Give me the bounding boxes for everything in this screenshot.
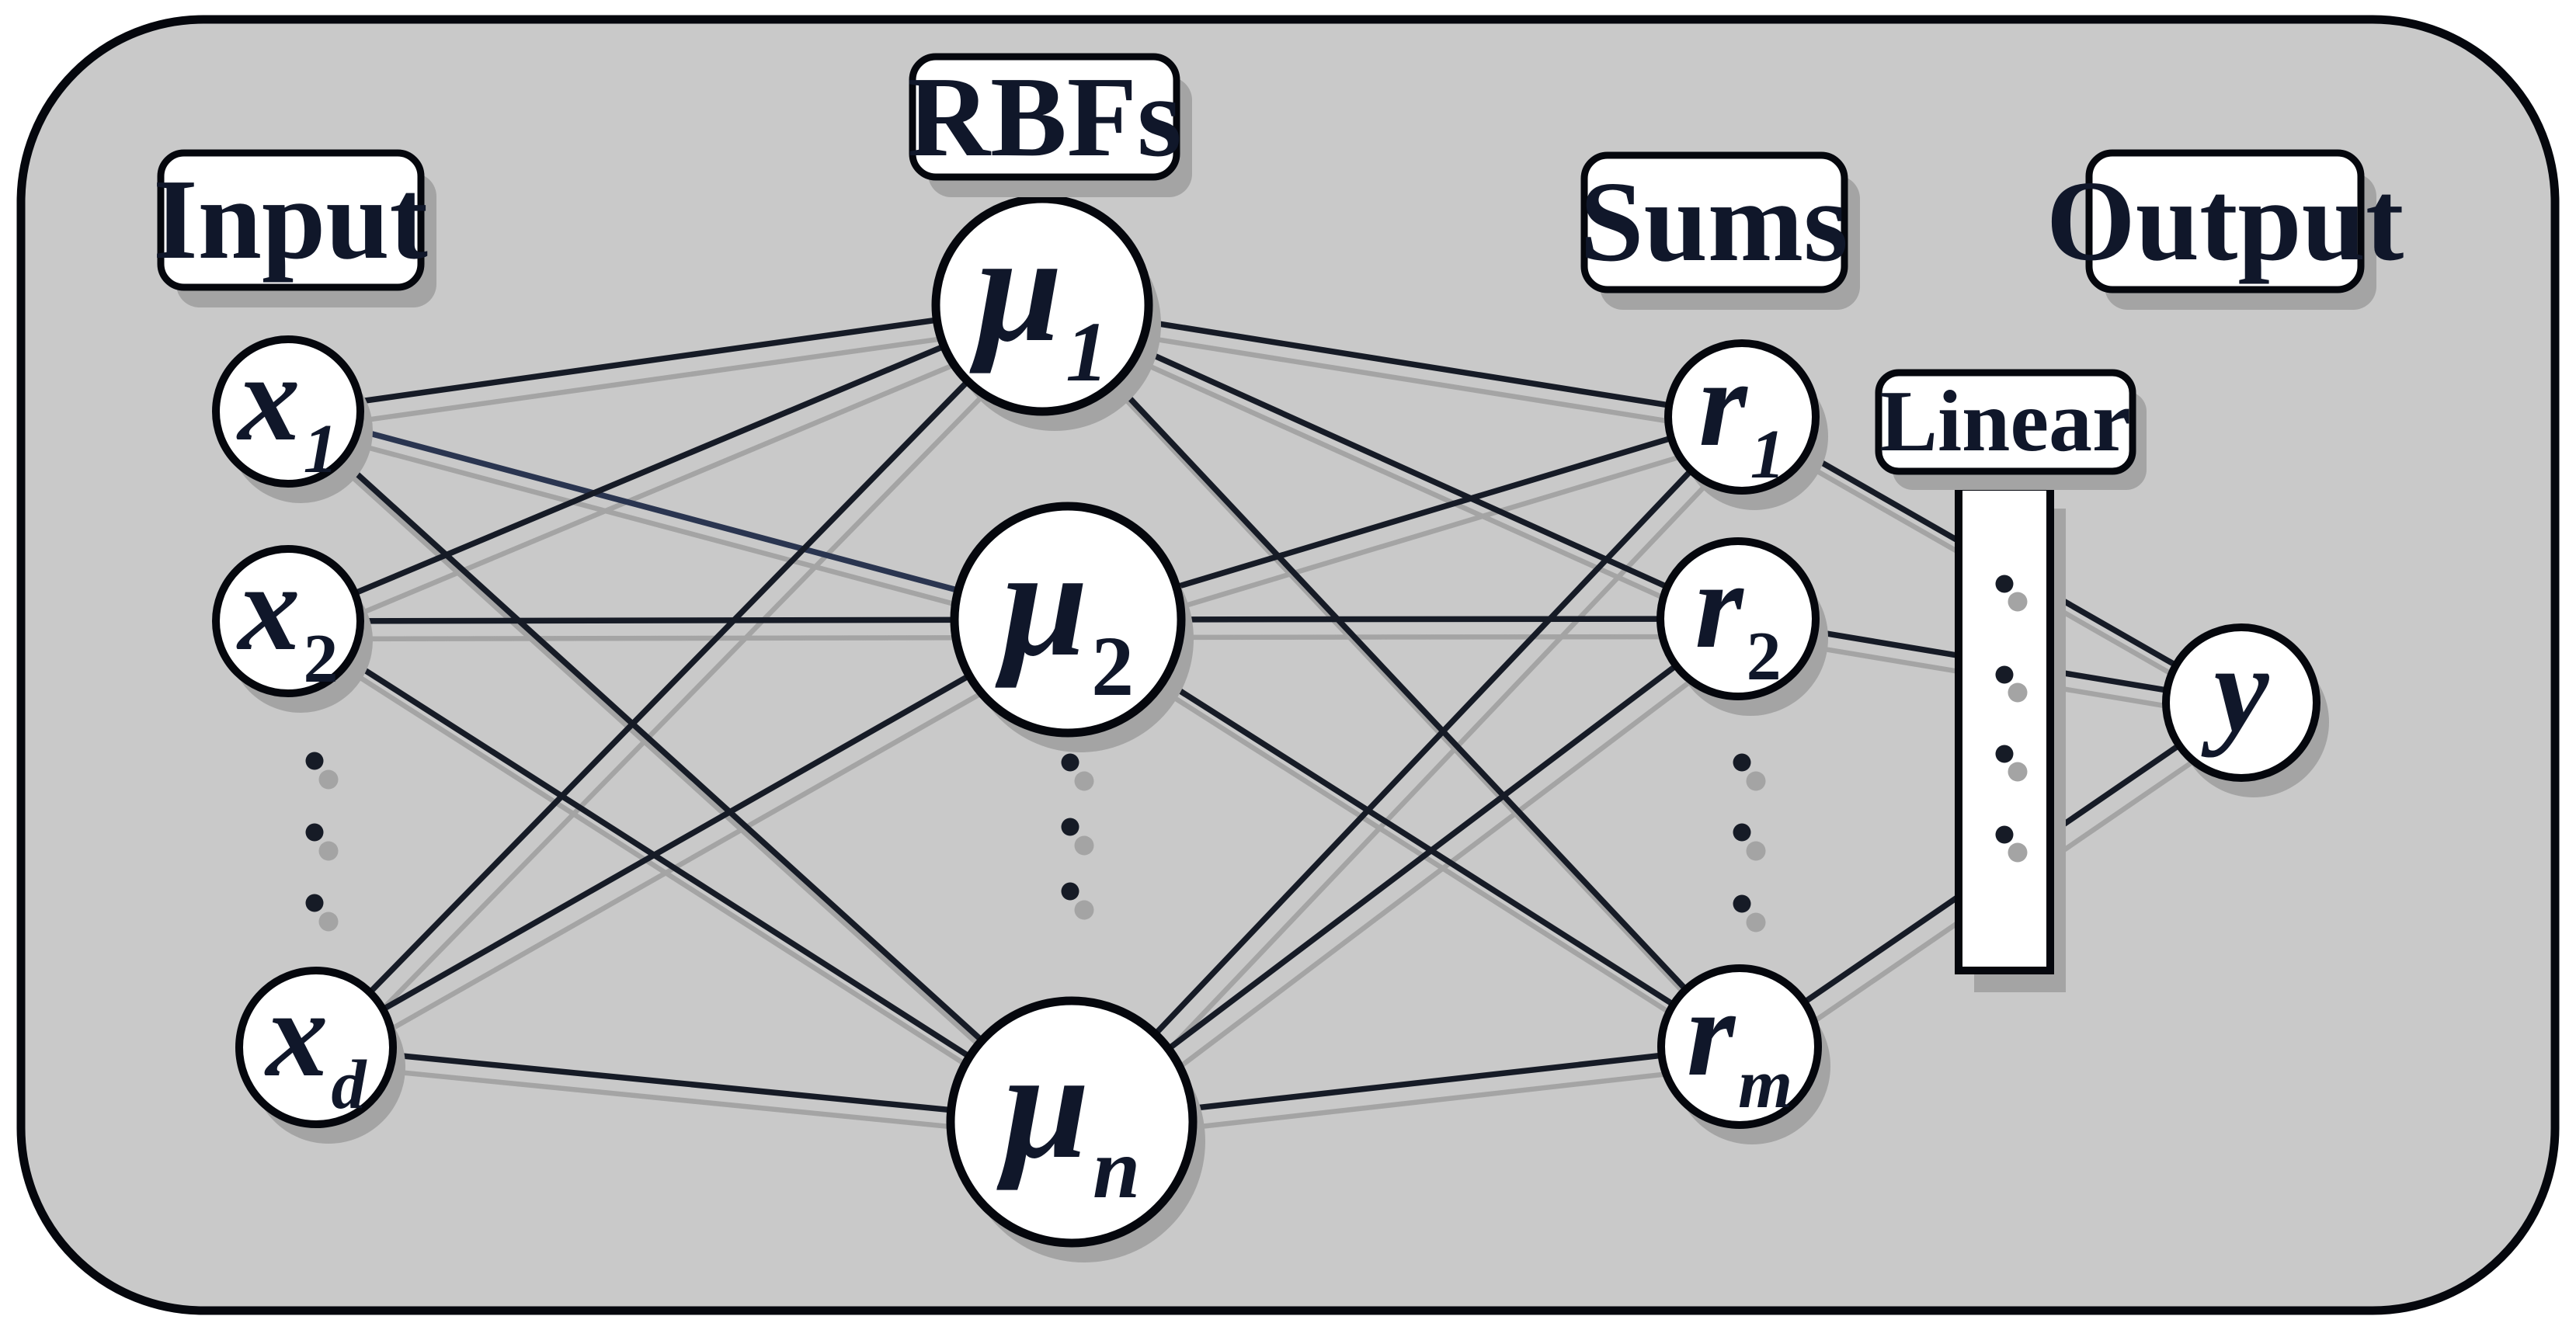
edge-mu1-r3 — [1040, 303, 1742, 1049]
node-rbf-1 — [931, 194, 1153, 416]
ellipsis-col3-dot3 — [1733, 894, 1751, 913]
linear-bar-dot3-shadow — [2008, 762, 2028, 782]
edge-x2-mu1 — [287, 302, 1044, 624]
node-input-2 — [212, 545, 364, 697]
label-box-linear: Linear — [1875, 369, 2147, 490]
edge-x3-mu1-shadow — [325, 321, 1056, 1068]
edge-mu1-r1-shadow — [1053, 320, 1754, 438]
edge-x3-mu2 — [315, 616, 1069, 1050]
edge-x1-mu3-shadow — [297, 427, 1086, 1142]
node-rbf-2-label: μ2 — [995, 517, 1134, 714]
node-sum-3-label: rm — [1687, 964, 1792, 1123]
edge-x1-mu2 — [287, 408, 1069, 623]
rbfs-box — [909, 53, 1180, 181]
linear-box — [1875, 369, 2136, 475]
ellipsis-col3-dot2-shadow — [1746, 841, 1766, 861]
linear-bar — [1955, 483, 2054, 974]
node-output-1 — [2162, 623, 2320, 782]
edges-layer — [286, 302, 2244, 1125]
node-rbf-1-label: μ1 — [969, 203, 1108, 399]
rbfs-label: RBFs — [907, 54, 1182, 181]
ellipsis-col1-dot1-shadow — [318, 769, 339, 790]
linear-bar-dot3 — [1995, 745, 2014, 763]
node-rbf-2 — [950, 502, 1186, 738]
edge-x2-mu2 — [287, 616, 1069, 624]
node-sum-1 — [1664, 339, 1820, 495]
linear-bar-dot4-shadow — [2008, 842, 2028, 863]
node-rbf-3 — [946, 996, 1198, 1248]
edge-mu1-r2-shadow — [1052, 321, 1751, 639]
node-sum-3 — [1657, 964, 1822, 1129]
ellipsis-col2-dot2 — [1061, 818, 1079, 836]
ellipsis-col2-dot1-shadow — [1074, 771, 1094, 791]
edge-x3-mu3 — [315, 1044, 1072, 1125]
node-sum-1-label: r1 — [1698, 334, 1785, 493]
edge-mu1-r3-shadow — [1052, 321, 1754, 1067]
diagram-frame — [16, 15, 2560, 1315]
node-sum-2-label: r2 — [1695, 536, 1781, 695]
linear-label: Linear — [1879, 373, 2131, 470]
node-input-1 — [212, 335, 364, 488]
edge-mu3-r1 — [1069, 415, 1744, 1124]
node-input-3-label: xd — [265, 964, 368, 1123]
node-input-3 — [235, 967, 397, 1128]
ellipsis-col1-dot2-shadow — [318, 841, 339, 861]
edge-x1-mu2-shadow — [299, 426, 1080, 641]
edge-x2-mu2-shadow — [299, 634, 1080, 642]
label-box-rbfs: RBFs — [907, 53, 1192, 197]
label-box-sums: Sums — [1580, 151, 1860, 310]
edge-mu3-r1-shadow — [1081, 432, 1756, 1142]
edge-x1-mu3 — [286, 409, 1074, 1124]
edge-x2-mu3 — [286, 618, 1074, 1125]
ellipsis-col2-dot3 — [1061, 882, 1079, 901]
ellipsis-col3-dot3-shadow — [1746, 912, 1766, 932]
input-box — [157, 149, 425, 291]
edge-x1-mu1 — [287, 302, 1043, 415]
edge-x3-mu1 — [314, 303, 1045, 1050]
ellipsis-col1-dot1 — [305, 752, 324, 770]
ellipsis-col3-dot2 — [1733, 823, 1751, 842]
linear-bar-dot4 — [1995, 825, 2014, 844]
ellipsis-col1-dot3-shadow — [318, 912, 339, 932]
linear-bar-dot1 — [1995, 575, 2014, 593]
edge-mu3-r2 — [1069, 616, 1740, 1124]
input-label: Input — [153, 156, 428, 283]
node-rbf-3-label: μn — [996, 1019, 1140, 1216]
layer-label-boxes: Input RBFs Sums Linear Output — [153, 53, 2404, 490]
node-input-1-label: x1 — [237, 328, 339, 488]
sums-label: Sums — [1580, 158, 1848, 286]
label-box-output: Output — [2046, 149, 2404, 310]
node-input-2-label: x2 — [237, 538, 339, 697]
label-box-input: Input — [153, 149, 436, 307]
edge-x2-mu1-shadow — [298, 321, 1055, 641]
linear-bar-dot2-shadow — [2008, 682, 2028, 703]
edge-mu1-r2 — [1041, 302, 1740, 622]
output-box — [2085, 149, 2365, 293]
ellipsis-col1-dot2 — [305, 823, 324, 842]
sums-box — [1580, 151, 1848, 293]
edge-mu2-r3-shadow — [1078, 635, 1753, 1067]
ellipsis-dots-layer — [305, 752, 1766, 932]
edge-mu3-r2-shadow — [1082, 634, 1751, 1142]
node-sum-2 — [1656, 537, 1820, 700]
ellipsis-col2-dot2-shadow — [1074, 835, 1094, 856]
output-label: Output — [2046, 158, 2404, 285]
ellipsis-col1-dot3 — [305, 894, 324, 912]
ellipsis-col2-dot1 — [1061, 753, 1079, 772]
linear-bar-dot2 — [1995, 665, 2014, 684]
ellipsis-col3-dot1-shadow — [1746, 771, 1766, 791]
ellipsis-col3-dot1 — [1733, 753, 1751, 772]
linear-bar-layer — [1955, 483, 2066, 992]
ellipsis-col2-dot3-shadow — [1074, 900, 1094, 920]
edge-x1-mu1-shadow — [299, 320, 1055, 432]
linear-bar-dot1-shadow — [2008, 592, 2028, 612]
edge-x3-mu2-shadow — [326, 635, 1081, 1068]
edge-x2-mu3-shadow — [298, 637, 1085, 1142]
edge-mu2-r1-shadow — [1079, 432, 1754, 641]
